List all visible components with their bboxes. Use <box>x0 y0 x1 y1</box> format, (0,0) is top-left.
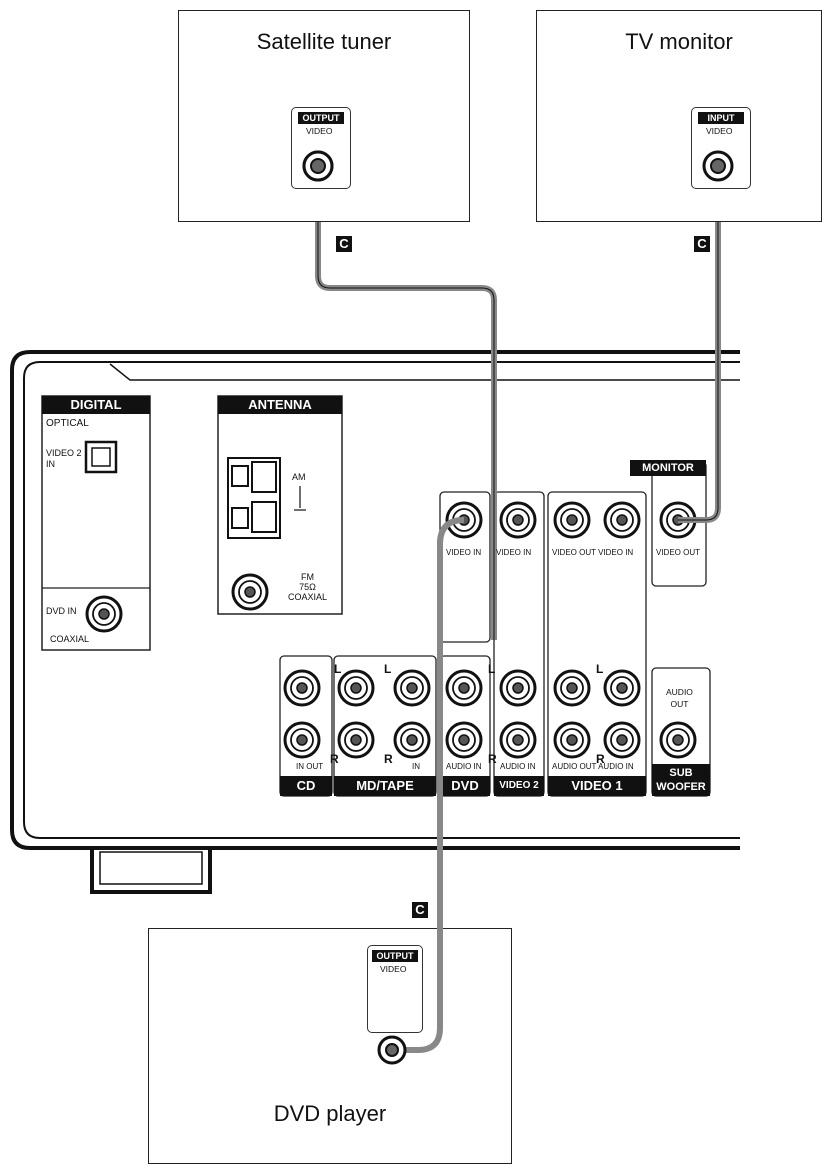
video2-audio-l-jack <box>499 669 537 707</box>
video-cables <box>315 170 721 1053</box>
coaxial-label: COAXIAL <box>50 634 90 644</box>
dvd-video-label: VIDEO <box>380 964 407 974</box>
section-mdtape: MD/TAPE <box>334 776 436 796</box>
video1-r-marker: R <box>596 752 605 766</box>
tv-monitor-box: TV monitor INPUT VIDEO <box>536 10 822 222</box>
tv-input-panel: INPUT VIDEO <box>691 107 751 189</box>
dvd-output-panel: OUTPUT VIDEO <box>367 945 423 1033</box>
rca-jacks <box>85 501 697 759</box>
cable-c-label-dvd: C <box>412 902 428 918</box>
video1-l-marker: L <box>596 662 604 676</box>
video2-group <box>493 491 545 797</box>
dvd-player-title: DVD player <box>273 1101 387 1126</box>
digital-header: DIGITAL <box>42 396 150 414</box>
tv-video-label: VIDEO <box>706 126 733 136</box>
tv-monitor-title: TV monitor <box>625 29 733 54</box>
cd-r-marker: R <box>330 752 339 766</box>
mdtape-in-r-jack <box>393 721 431 759</box>
dvd-in-label: DVD IN <box>46 606 77 616</box>
dvd-audio-r-jack <box>445 721 483 759</box>
cd-group <box>279 655 333 797</box>
video1-audio-labels: AUDIO OUT AUDIO IN <box>552 762 634 771</box>
am-label: AM <box>292 472 306 482</box>
mdtape-jack-labels: IN <box>412 762 420 771</box>
video2-audio-label: AUDIO IN <box>500 762 536 771</box>
monitor-video-out-label: VIDEO OUT <box>656 548 701 557</box>
antenna-header: ANTENNA <box>218 396 342 414</box>
video2-audio-r-jack <box>499 721 537 759</box>
cd-in-r-jack <box>283 721 321 759</box>
subwoofer-group <box>651 667 711 797</box>
video1-out-r-jack <box>553 721 591 759</box>
subwoofer-audio-out-label: AUDIO OUT <box>666 687 693 709</box>
section-dvd: DVD <box>440 776 490 796</box>
video1-out-l-jack <box>553 669 591 707</box>
satellite-tuner-title: Satellite tuner <box>256 29 392 54</box>
cd-l-marker: L <box>334 662 342 676</box>
video1-group <box>547 491 647 797</box>
video1-video-labels: VIDEO OUT VIDEO IN <box>552 548 634 557</box>
monitor-header: MONITOR <box>630 460 706 476</box>
optical-jack <box>84 440 118 474</box>
video1-in-l-jack <box>603 669 641 707</box>
video2-in-label: VIDEO 2 IN <box>46 448 82 469</box>
dvd-audio-l-jack <box>445 669 483 707</box>
cable-c-label-satellite: C <box>336 236 352 252</box>
tv-input-tag: INPUT <box>698 112 744 124</box>
optical-label: OPTICAL <box>46 418 89 429</box>
section-cd: CD <box>280 776 332 796</box>
video1-in-r-jack <box>603 721 641 759</box>
video1-video-in-jack <box>603 501 641 539</box>
mdtape-in-l-jack <box>393 669 431 707</box>
dvd-video-in-label: VIDEO IN <box>446 548 482 557</box>
satellite-output-tag: OUTPUT <box>298 112 344 124</box>
satellite-tuner-box: Satellite tuner OUTPUT VIDEO <box>178 10 470 222</box>
mdtape-r-marker: R <box>384 752 393 766</box>
dvd-r-marker: R <box>488 752 497 766</box>
cd-jack-labels: IN OUT <box>296 762 324 771</box>
dvd-output-tag: OUTPUT <box>372 950 418 962</box>
dvd-player-box: OUTPUT VIDEO DVD player <box>148 928 512 1164</box>
cable-c-label-tv: C <box>694 236 710 252</box>
fm-label: FM 75Ω COAXIAL <box>288 572 328 602</box>
fm-coaxial-jack <box>231 573 269 611</box>
subwoofer-out-jack <box>659 721 697 759</box>
mdtape-out-l-jack <box>337 669 375 707</box>
dvd-l-marker: L <box>488 662 496 676</box>
mdtape-out-r-jack <box>337 721 375 759</box>
receiver-chassis <box>10 350 740 894</box>
dvd-coaxial-jack <box>85 595 123 633</box>
video1-video-out-jack <box>553 501 591 539</box>
section-video2: VIDEO 2 <box>494 776 544 796</box>
dvd-audio-label: AUDIO IN <box>446 762 482 771</box>
video2-video-in-jack <box>499 501 537 539</box>
section-subwoofer: SUB WOOFER <box>652 764 710 796</box>
section-video1: VIDEO 1 <box>548 776 646 796</box>
video2-video-in-label: VIDEO IN <box>496 548 532 557</box>
satellite-video-label: VIDEO <box>306 126 333 136</box>
satellite-output-panel: OUTPUT VIDEO <box>291 107 351 189</box>
mdtape-l-marker: L <box>384 662 392 676</box>
cd-in-l-jack <box>283 669 321 707</box>
cable-outlines <box>317 170 719 1051</box>
